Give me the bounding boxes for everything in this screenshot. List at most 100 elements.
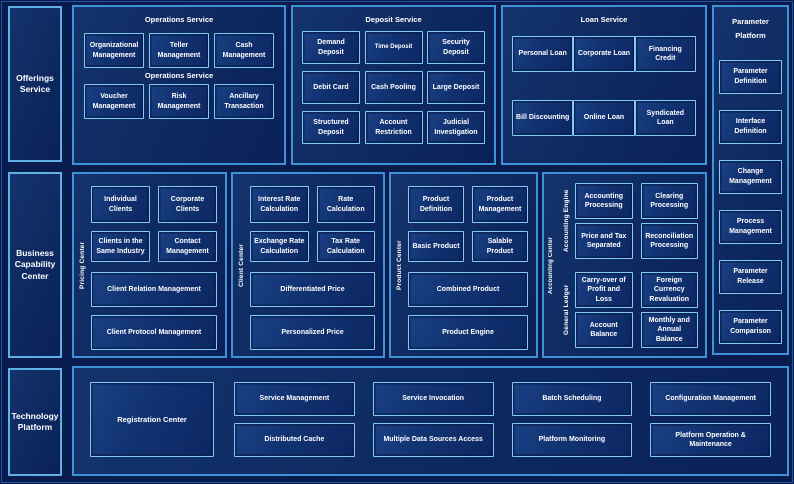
client-row-1: Interest Rate Calculation Rate Calculati… [250,186,375,223]
operations-row-2: Voucher Management Risk Management Ancil… [84,84,274,119]
technology-grid: Service Management Service Invocation Ba… [234,382,771,457]
product-center-panel: Product Center Product Definition Produc… [389,172,538,358]
accounting-center-panel: Accounting Center Accounting Engine Acco… [542,172,707,358]
deposit-row-2: Debit Card Cash Pooling Large Deposit [302,71,485,104]
block-time-deposit: Time Deposit [364,31,423,64]
client-center-content: Interest Rate Calculation Rate Calculati… [250,174,383,356]
block-interest-rate-calculation: Interest Rate Calculation [250,186,309,223]
technology-row-2: Distributed Cache Multiple Data Sources … [234,423,771,457]
client-center-panel: Client Center Interest Rate Calculation … [231,172,385,358]
client-row-2: Exchange Rate Calculation Tax Rate Calcu… [250,231,375,262]
parameter-platform-panel: Parameter Platform Parameter Definition … [712,5,789,355]
block-client-protocol-management: Client Protocol Management [91,315,217,350]
block-carry-over-profit-loss: Carry-over of Profit and Loss [575,272,633,308]
block-service-invocation: Service Invocation [372,382,494,416]
general-ledger-grid: Carry-over of Profit and Loss Foreign Cu… [575,272,698,348]
block-parameter-definition: Parameter Definition [719,59,782,94]
accounting-groups: Accounting Engine Accounting Processing … [558,174,705,356]
product-row-1: Product Definition Product Management [408,186,528,223]
accounting-engine-group: Accounting Engine Accounting Processing … [558,183,698,259]
block-individual-clients: Individual Clients [91,186,150,223]
general-ledger-vlabel: General Ledger [563,284,570,336]
block-platform-operation-maintenance: Platform Operation & Maintenance [650,423,771,457]
block-corporate-clients: Corporate Clients [158,186,217,223]
client-center-vlabel: Client Center [238,243,245,287]
block-ancillary-transaction: Ancillary Transaction [214,84,274,119]
block-organizational-management: Organizational Management [84,33,144,68]
block-cash-management: Cash Management [214,33,274,68]
block-accounting-processing: Accounting Processing [575,183,633,219]
pricing-center-vlabel: Pricing Center [79,241,86,289]
loan-row-1: Personal Loan Corporate Loan Financing C… [512,36,696,72]
block-personalized-price: Personalized Price [250,315,375,350]
block-product-management: Product Management [472,186,528,223]
business-capability-center-label: Business Capability Center [8,172,62,358]
operations-service-title: Operations Service [144,15,214,24]
operations-row-1: Organizational Management Teller Managem… [84,33,274,68]
block-contact-management: Contact Management [158,231,217,262]
loan-service-panel: Loan Service Personal Loan Corporate Loa… [501,5,707,165]
technology-row-1: Service Management Service Invocation Ba… [234,382,771,416]
block-clearing-processing: Clearing Processing [640,183,698,219]
general-ledger-group: General Ledger Carry-over of Profit and … [558,272,698,348]
parameter-platform-title-line1: Parameter [732,17,769,26]
deposit-service-panel: Deposit Service Demand Deposit Time Depo… [291,5,496,165]
block-bill-discounting: Bill Discounting [512,100,574,136]
block-tax-rate-calculation: Tax Rate Calculation [316,231,375,262]
loan-row-2: Bill Discounting Online Loan Syndicated … [512,100,696,136]
block-structured-deposit: Structured Deposit [302,111,360,144]
block-cash-pooling: Cash Pooling [364,71,423,104]
technology-platform-panel: Registration Center Service Management S… [72,366,789,476]
block-clients-same-industry: Clients in the Same Industry [91,231,150,262]
block-product-engine: Product Engine [408,315,528,350]
block-financing-credit: Financing Credit [634,36,696,72]
pricing-row-1: Individual Clients Corporate Clients [91,186,217,223]
operations-service-mid-title: Operations Service [144,71,214,80]
block-judicial-investigation: Judicial Investigation [427,111,485,144]
product-row-2: Basic Product Salable Product [408,231,528,262]
technology-platform-label: Technology Platform [8,368,62,476]
deposit-row-3: Structured Deposit Account Restriction J… [302,111,485,144]
block-interface-definition: Interface Definition [719,109,782,144]
block-parameter-release: Parameter Release [719,259,782,294]
operations-service-panel: Operations Service Organizational Manage… [72,5,286,165]
block-personal-loan: Personal Loan [512,36,574,72]
block-parameter-comparison: Parameter Comparison [719,309,782,344]
block-multiple-data-sources-access: Multiple Data Sources Access [372,423,494,457]
accounting-center-vlabel: Accounting Center [548,236,554,294]
block-basic-product: Basic Product [408,231,464,262]
block-price-and-tax-separated: Price and Tax Separated [575,223,633,259]
block-monthly-annual-balance: Monthly and Annual Balance [640,312,698,348]
block-service-management: Service Management [234,382,355,416]
loan-service-title: Loan Service [580,15,628,24]
pricing-center-panel: Pricing Center Individual Clients Corpor… [72,172,227,358]
block-security-deposit: Security Deposit [427,31,485,64]
block-process-management: Process Management [719,209,782,244]
block-risk-management: Risk Management [149,84,209,119]
block-rate-calculation: Rate Calculation [316,186,375,223]
block-online-loan: Online Loan [573,100,635,136]
block-exchange-rate-calculation: Exchange Rate Calculation [250,231,309,262]
block-distributed-cache: Distributed Cache [234,423,355,457]
block-platform-monitoring: Platform Monitoring [511,423,633,457]
block-differentiated-price: Differentiated Price [250,272,375,307]
block-corporate-loan: Corporate Loan [573,36,635,72]
block-reconciliation-processing: Reconciliation Processing [640,223,698,259]
block-syndicated-loan: Syndicated Loan [634,100,696,136]
block-product-definition: Product Definition [408,186,464,223]
block-debit-card: Debit Card [302,71,360,104]
parameter-platform-title: Parameter Platform [732,15,769,44]
block-voucher-management: Voucher Management [84,84,144,119]
deposit-row-1: Demand Deposit Time Deposit Security Dep… [302,31,485,64]
block-client-relation-management: Client Relation Management [91,272,217,307]
block-demand-deposit: Demand Deposit [302,31,360,64]
parameter-platform-title-line2: Platform [735,31,766,41]
pricing-center-content: Individual Clients Corporate Clients Cli… [91,174,225,356]
block-account-restriction: Account Restriction [364,111,423,144]
pricing-row-2: Clients in the Same Industry Contact Man… [91,231,217,262]
block-registration-center: Registration Center [90,382,214,457]
block-change-management: Change Management [719,159,782,194]
product-center-vlabel: Product Center [396,240,403,290]
block-teller-management: Teller Management [149,33,209,68]
block-batch-scheduling: Batch Scheduling [511,382,633,416]
